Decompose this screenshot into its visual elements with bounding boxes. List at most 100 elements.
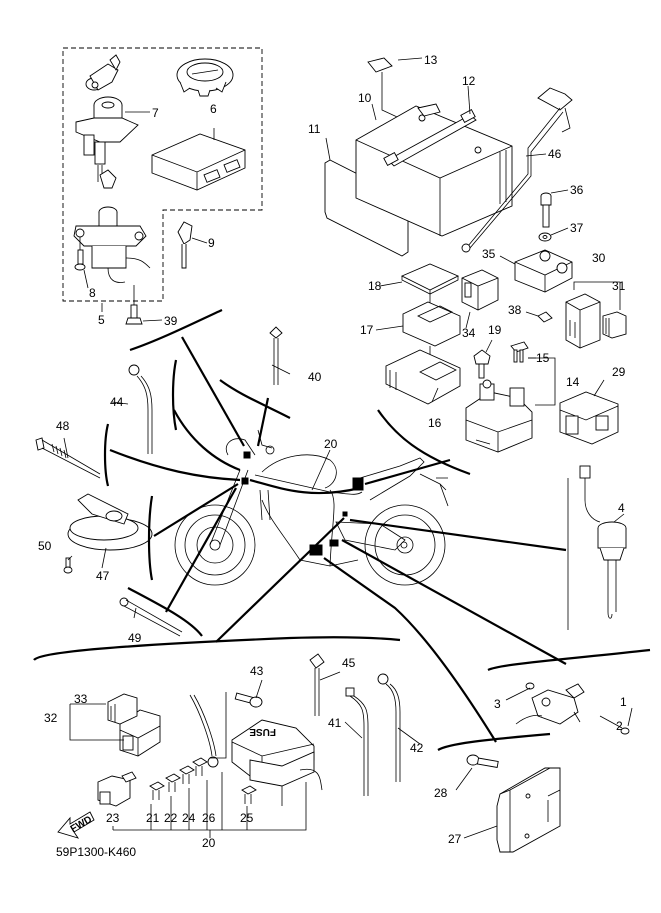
band-40	[269, 326, 283, 385]
horn	[67, 493, 153, 551]
callout-3: 3	[494, 697, 501, 711]
callout-9: 9	[208, 236, 215, 250]
relay-assy-30	[565, 293, 601, 349]
callout-12: 12	[462, 74, 476, 88]
fuse-25	[241, 785, 257, 804]
callout-39: 39	[164, 314, 178, 328]
callout-leaders	[63, 57, 633, 839]
earth-wire	[189, 694, 219, 768]
screw-2	[599, 715, 630, 735]
bolt-8	[74, 249, 86, 271]
callout-5: 5	[98, 313, 105, 327]
callout-32: 32	[44, 711, 58, 725]
earth-lead	[467, 107, 561, 247]
callout-49: 49	[128, 631, 142, 645]
callout-36: 36	[570, 183, 584, 197]
callout-20-lower: 20	[202, 836, 216, 850]
battery-cover	[324, 159, 409, 257]
fuse-26	[192, 757, 208, 776]
callout-7: 7	[152, 106, 159, 120]
fuse-22	[165, 773, 181, 792]
battery	[355, 105, 513, 237]
pad-18	[400, 263, 460, 295]
callout-23: 23	[106, 811, 120, 825]
sender-1	[515, 683, 585, 725]
callout-27: 27	[448, 832, 462, 846]
callout-19: 19	[488, 323, 502, 337]
callout-25: 25	[240, 811, 254, 825]
callout-37: 37	[570, 221, 584, 235]
callout-1: 1	[620, 695, 627, 709]
bracket-32-33	[69, 703, 124, 741]
cover-31	[602, 311, 627, 339]
main-switch	[73, 169, 151, 283]
band-45	[309, 653, 325, 716]
callout-50: 50	[38, 539, 52, 553]
neutral-switch	[579, 465, 627, 619]
fuse-21	[149, 781, 165, 800]
callout-16: 16	[428, 416, 442, 430]
callout-4: 4	[618, 501, 625, 515]
callout-11: 11	[308, 122, 321, 136]
connector-23	[97, 771, 137, 807]
seat-lock	[75, 96, 139, 182]
fwd-arrow-icon	[57, 811, 95, 839]
relay-29	[559, 391, 619, 445]
bolt-43	[234, 692, 263, 708]
band-48	[35, 437, 101, 479]
callout-33: 33	[74, 692, 88, 706]
callout-42: 42	[410, 741, 424, 755]
callout-47: 47	[96, 569, 110, 583]
bolt-28	[466, 754, 499, 768]
motorcycle	[174, 429, 449, 586]
band-49	[119, 597, 183, 637]
damper-17	[402, 301, 461, 347]
bracket-14-15	[528, 357, 556, 406]
callout-46: 46	[548, 147, 562, 161]
callout-30: 30	[592, 251, 606, 265]
band-42	[377, 673, 401, 782]
fuse-15	[510, 341, 529, 363]
band-44	[128, 364, 153, 454]
fuse-box	[231, 719, 315, 806]
callout-28: 28	[434, 786, 448, 800]
callout-40: 40	[308, 370, 322, 384]
callout-2: 2	[616, 719, 623, 733]
callout-15: 15	[536, 351, 550, 365]
bolt-19	[473, 349, 491, 379]
callout-43: 43	[250, 664, 264, 678]
callout-38: 38	[508, 303, 522, 317]
bolt-50	[63, 557, 73, 574]
callout-6: 6	[210, 102, 217, 116]
nut-3	[525, 682, 535, 690]
cover-33	[107, 693, 138, 725]
callout-26: 26	[202, 811, 216, 825]
callout-45: 45	[342, 656, 356, 670]
callout-21: 21	[146, 811, 160, 825]
relay-assy-32	[119, 709, 161, 757]
callout-48: 48	[56, 419, 70, 433]
diagram-code: 59P1300-K460	[56, 845, 136, 859]
callout-44: 44	[110, 395, 124, 409]
callout-31: 31	[612, 279, 626, 293]
rectifier-regulator	[496, 767, 561, 853]
relay-34	[461, 269, 499, 311]
bracket-38	[537, 311, 553, 323]
callout-8: 8	[89, 286, 96, 300]
bracket-30-31	[573, 281, 621, 310]
callout-13: 13	[424, 53, 438, 67]
seat-lock-cylinder	[85, 54, 121, 91]
ecu	[151, 133, 246, 191]
battery-group	[324, 57, 573, 257]
band-41	[345, 687, 369, 796]
fuse-box-label: FUSE	[249, 726, 276, 737]
callout-41: 41	[328, 716, 342, 730]
callout-35: 35	[482, 247, 496, 261]
sensor-35	[514, 249, 573, 293]
callout-29: 29	[612, 365, 626, 379]
fwd-label: FWD	[69, 814, 94, 835]
fuse-24	[179, 765, 195, 784]
washer-37	[538, 232, 552, 242]
callout-34: 34	[462, 326, 476, 340]
starter-relay	[465, 379, 533, 453]
